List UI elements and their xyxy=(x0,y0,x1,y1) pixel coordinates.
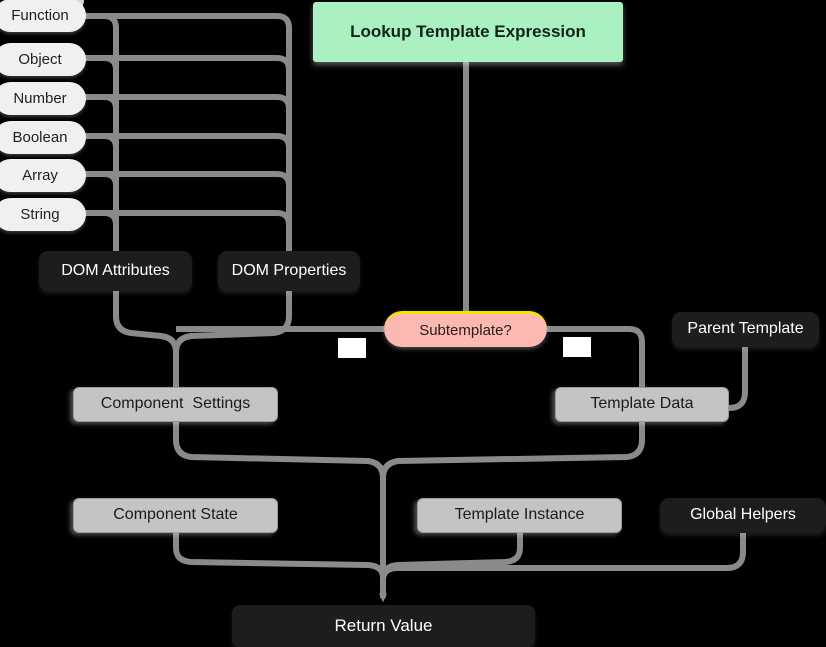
type-pill-number[interactable]: Number xyxy=(0,82,86,115)
node-dom-properties[interactable]: DOM Properties xyxy=(218,251,360,291)
node-global-helpers[interactable]: Global Helpers xyxy=(660,498,826,533)
subtemplate-no-label xyxy=(338,338,366,358)
type-pill-boolean[interactable]: Boolean xyxy=(0,121,86,154)
type-pill-function[interactable]: Function xyxy=(0,0,86,32)
type-pill-array[interactable]: Array xyxy=(0,159,86,192)
type-pill-string[interactable]: String xyxy=(0,198,86,231)
type-pill-object[interactable]: Object xyxy=(0,43,86,76)
node-subtemplate-decision[interactable]: Subtemplate? xyxy=(384,311,547,347)
node-return-value[interactable]: Return Value xyxy=(232,605,535,647)
node-template-instance[interactable]: Template Instance xyxy=(417,498,622,533)
node-component-state[interactable]: Component State xyxy=(73,498,278,533)
node-parent-template[interactable]: Parent Template xyxy=(672,312,819,347)
node-lookup-template-expression[interactable]: Lookup Template Expression xyxy=(313,2,623,62)
node-component-settings[interactable]: Component Settings xyxy=(73,387,278,422)
node-template-data[interactable]: Template Data xyxy=(555,387,729,422)
node-dom-attributes[interactable]: DOM Attributes xyxy=(39,251,192,291)
subtemplate-yes-label xyxy=(563,337,591,357)
